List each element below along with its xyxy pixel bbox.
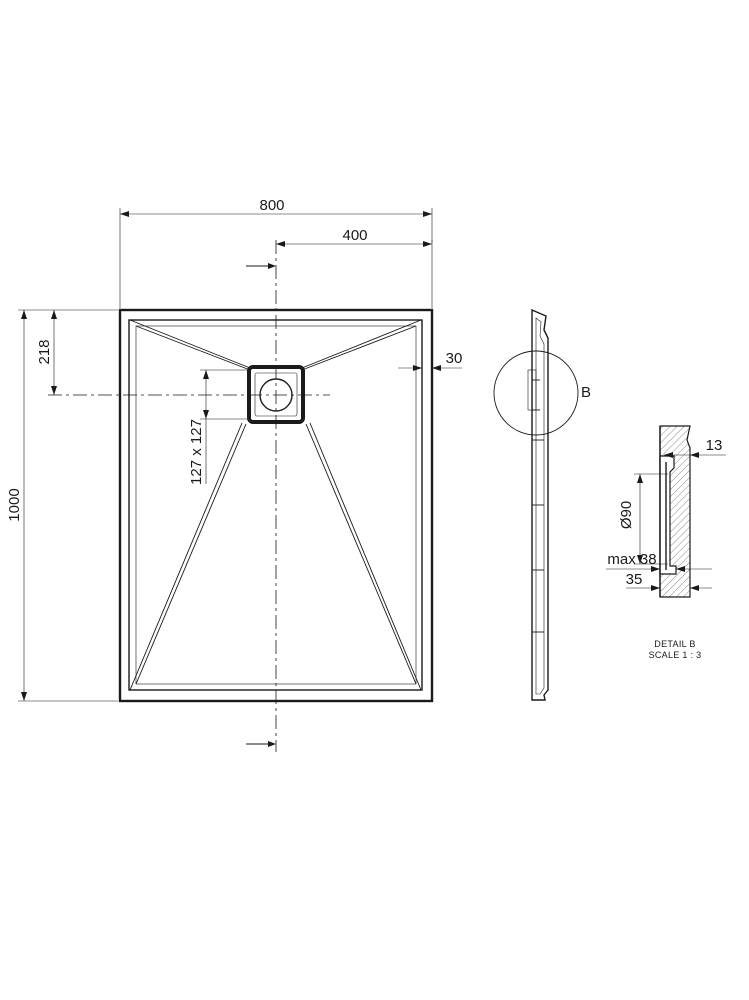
dimension-base: 35: [626, 571, 712, 591]
dimension-thickness-label: 13: [706, 437, 723, 454]
dimension-drain-offset: 218: [36, 310, 57, 395]
dimension-diameter-label: Ø90: [618, 501, 635, 529]
dimension-rim: 30: [398, 350, 462, 371]
detail-scale: SCALE 1 : 3: [649, 650, 702, 660]
dimension-width-label: 800: [259, 197, 284, 214]
dimension-width: 800: [119, 197, 433, 308]
dimension-drain-size-label: 127 x 127: [188, 419, 205, 485]
dimension-height: 1000: [6, 309, 118, 702]
tray-inner-rim: [128, 319, 423, 691]
detail-b-view: 13 Ø90 max 38 35 DETAIL B: [606, 425, 726, 660]
plan-view: 800 400 1000 218: [6, 197, 462, 752]
detail-drain-recess: [659, 455, 677, 575]
dimension-drain-size: 127 x 127: [188, 369, 248, 485]
dimension-height-label: 1000: [6, 488, 23, 521]
detail-title: DETAIL B: [654, 639, 695, 649]
dimension-rim-label: 30: [446, 350, 463, 367]
dimension-max-label: max 38: [607, 551, 656, 568]
detail-b-circle: [493, 350, 579, 436]
slope-lines: [129, 319, 422, 691]
section-profile: [531, 308, 549, 701]
dimension-thickness: 13: [664, 437, 726, 458]
dimension-base-label: 35: [626, 571, 643, 588]
dimension-drain-offset-label: 218: [36, 339, 53, 364]
dimension-half-width: 400: [276, 227, 433, 247]
section-marker-top: [246, 263, 276, 269]
section-view: B: [493, 308, 591, 701]
dimension-max: max 38: [606, 551, 712, 572]
dimension-half-width-label: 400: [342, 227, 367, 244]
dimension-diameter: Ø90: [618, 473, 668, 565]
section-marker-bottom: [246, 741, 276, 747]
detail-b-marker: B: [581, 384, 591, 401]
